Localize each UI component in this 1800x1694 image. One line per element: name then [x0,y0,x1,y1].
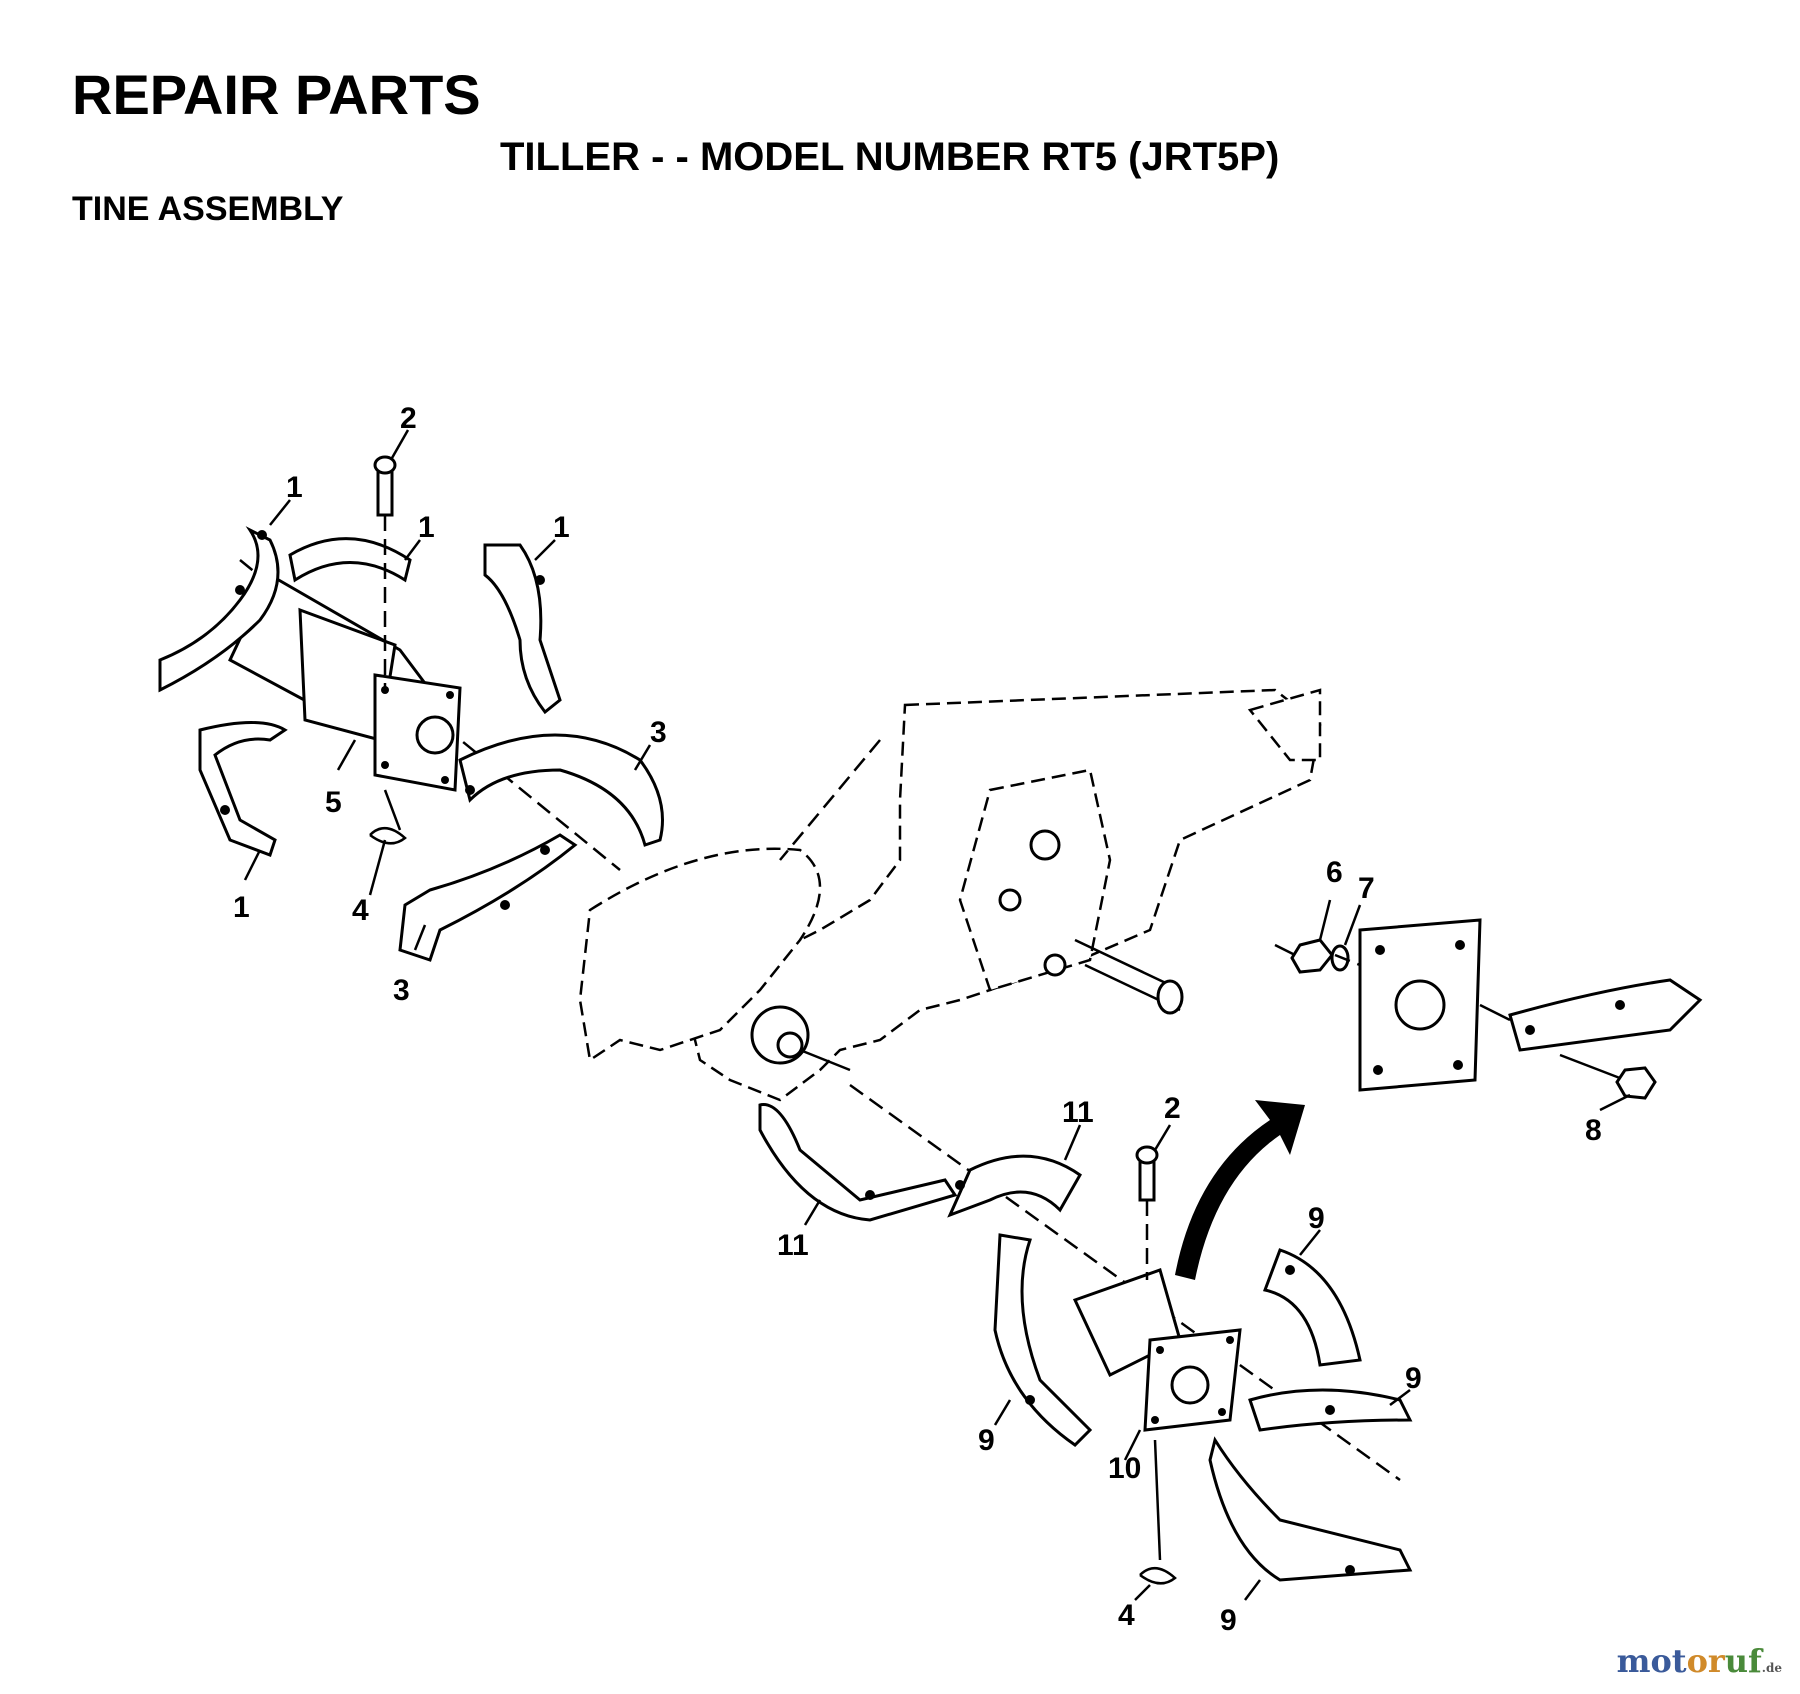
callout-6: 6 [1326,856,1343,889]
right-tine-assembly [758,1083,1413,1585]
callout-8: 8 [1585,1114,1602,1147]
transmission-housing [578,688,1322,1102]
direction-arrow [1175,1100,1305,1280]
callout-1: 1 [286,471,303,504]
callout-7: 7 [1358,872,1375,905]
callout-9: 9 [1405,1362,1422,1395]
leader-lines [243,429,1631,1601]
callout-11: 11 [777,1229,809,1262]
model-subtitle: TILLER - - MODEL NUMBER RT5 (JRT5P) [500,135,1280,179]
callout-10: 10 [1108,1452,1141,1485]
callout-2: 2 [400,402,417,435]
page-title: REPAIR PARTS [72,63,481,126]
callout-4: 4 [1118,1599,1135,1632]
left-tine-assembly [158,455,664,962]
side-plate-hardware [1274,918,1703,1100]
callout-1: 1 [553,511,570,544]
callout-5: 5 [325,786,342,819]
callout-9: 9 [978,1424,995,1457]
callout-1: 1 [233,891,250,924]
callout-2: 2 [1164,1092,1181,1125]
callout-3: 3 [650,716,667,749]
callout-1: 1 [418,511,435,544]
callout-9: 9 [1220,1604,1237,1637]
callout-3: 3 [393,974,410,1007]
callout-11: 11 [1062,1096,1094,1129]
section-heading: TINE ASSEMBLY [72,190,344,228]
callout-9: 9 [1308,1202,1325,1235]
callout-4: 4 [352,894,369,927]
watermark-logo: motoruf.de [1616,1642,1782,1680]
